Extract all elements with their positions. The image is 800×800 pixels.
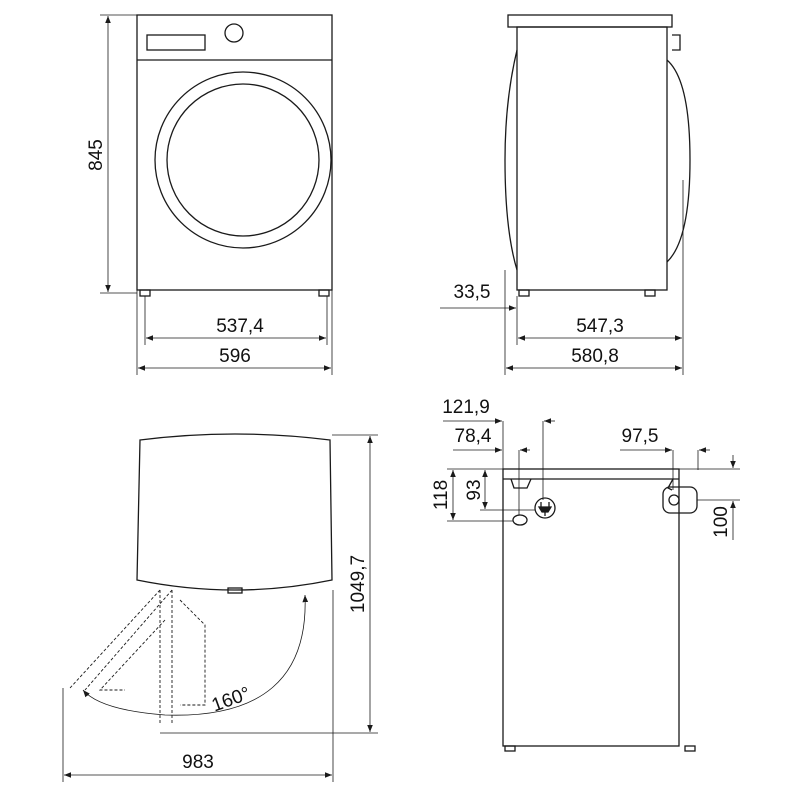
foot xyxy=(644,289,656,297)
machine-top xyxy=(136,433,333,591)
top-view: 160° 1049,7 983 xyxy=(62,433,378,782)
door-glass xyxy=(166,83,320,237)
foot xyxy=(139,289,151,297)
hose-height-label: 118 xyxy=(431,480,452,510)
inner-width-label: 537,4 xyxy=(216,316,264,337)
swing-arc xyxy=(82,594,309,716)
power-height-label: 93 xyxy=(464,479,485,500)
inlet-offset-label: 97,5 xyxy=(622,426,659,447)
hose-bracket xyxy=(510,478,532,489)
open-door-outline xyxy=(69,589,206,725)
foot xyxy=(518,289,530,297)
machine-side xyxy=(516,26,668,291)
door-angle-label: 160° xyxy=(209,683,253,716)
program-knob-icon xyxy=(224,23,244,43)
rear-view: 121,9 78,4 97,5 118 93 100 xyxy=(431,397,740,752)
inlet-bracket xyxy=(667,478,674,491)
top-lid xyxy=(507,14,673,28)
height-label: 845 xyxy=(86,139,107,171)
hose-offset-label: 78,4 xyxy=(455,426,492,447)
open-width-label: 983 xyxy=(182,752,214,773)
foot xyxy=(318,289,330,297)
detergent-drawer xyxy=(146,34,206,51)
front-view: 845 537,4 596 xyxy=(86,14,333,375)
door-handle xyxy=(227,587,243,594)
power-plug-icon xyxy=(534,497,556,519)
drain-hose-icon xyxy=(512,514,528,526)
door-bulge xyxy=(666,59,691,263)
knob-side xyxy=(672,34,681,51)
side-view: 33,5 547,3 580,8 xyxy=(440,14,691,375)
inlet-height-label: 100 xyxy=(711,506,732,538)
machine-body xyxy=(136,14,333,291)
body-depth-label: 547,3 xyxy=(576,316,624,337)
open-depth-label: 1049,7 xyxy=(348,555,369,613)
total-depth-label: 580,8 xyxy=(571,346,619,367)
machine-rear xyxy=(502,468,680,747)
rear-bulge xyxy=(504,49,518,271)
foot-offset-label: 33,5 xyxy=(454,282,491,303)
door-outer xyxy=(154,71,332,249)
power-offset-label: 121,9 xyxy=(442,397,490,418)
water-inlet-icon xyxy=(662,486,698,514)
width-label: 596 xyxy=(219,346,251,367)
